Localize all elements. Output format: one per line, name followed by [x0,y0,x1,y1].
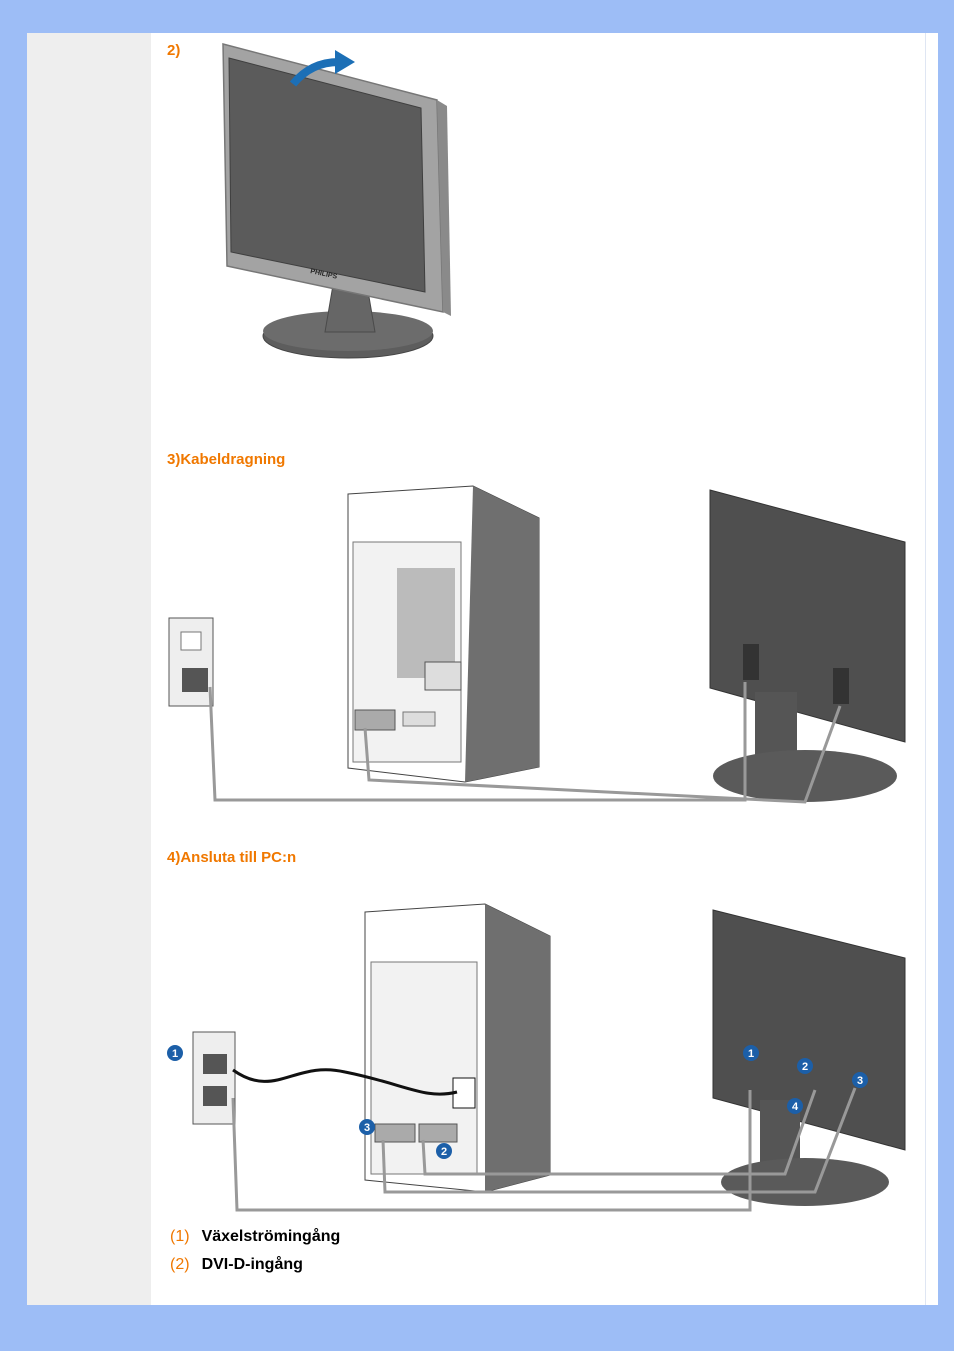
callout-2-icon: 2 [436,1143,452,1159]
step-4-heading: 4)Ansluta till PC:n [167,849,297,866]
wall-outlet-icon [192,1031,236,1125]
wall-outlet-icon [168,617,214,707]
callout-3-icon: 3 [359,1119,375,1135]
legend-item-1: (1) Växelströmingång [170,1228,340,1246]
legend-item-text: Växelströmingång [201,1228,341,1245]
svg-text:2: 2 [441,1146,447,1158]
right-scroll-rail [925,33,938,1305]
callout-monitor-2-icon: 2 [797,1058,813,1074]
connect-pc-illustration: 1 3 2 1 2 3 4 [167,903,906,1212]
callout-1-icon: 1 [167,1045,183,1061]
callout-monitor-1-icon: 1 [743,1045,759,1061]
rotate-arrow-icon [335,50,355,74]
step-3-heading: 3)Kabeldragning [167,451,286,468]
svg-text:4: 4 [792,1101,799,1113]
step-2-label: 2) [167,42,181,59]
cable-routing-illustration [168,485,906,804]
monitor-back-icon [712,909,906,1151]
legend-item-2: (2) DVI-D-ingång [170,1256,303,1274]
monitor-back-icon [709,489,906,743]
left-sidebar [27,33,151,1305]
svg-text:3: 3 [857,1075,863,1087]
callout-monitor-4-icon: 4 [787,1098,803,1114]
monitor-tilt-illustration: PHILIPS [222,43,451,359]
legend-item-number: (1) [170,1228,190,1245]
svg-text:3: 3 [364,1122,370,1134]
legend-item-number: (2) [170,1256,190,1273]
legend-item-text: DVI-D-ingång [201,1256,303,1273]
svg-text:1: 1 [748,1048,754,1060]
svg-text:2: 2 [802,1061,808,1073]
callout-monitor-3-icon: 3 [852,1072,868,1088]
svg-text:1: 1 [172,1048,178,1060]
